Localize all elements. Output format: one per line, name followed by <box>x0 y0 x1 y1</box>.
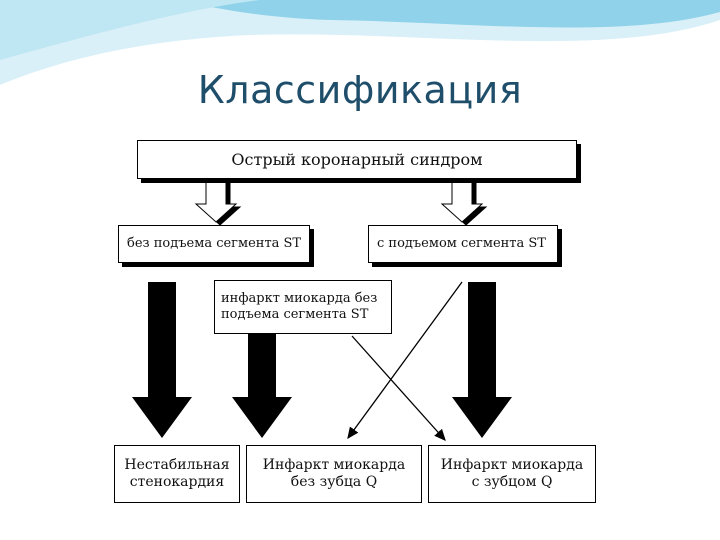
arrow-to-mi-with-q <box>452 282 512 438</box>
arrow-to-mi-without-q <box>232 334 292 438</box>
outcome-1-label: Нестабильная стенокардия <box>124 456 230 491</box>
root-box: Острый коронарный синдром <box>137 140 577 179</box>
note-label: инфаркт миокарда без подъема сегмента ST <box>221 290 378 322</box>
branch-left-box: без подъема сегмента ST <box>118 225 310 263</box>
outcome-2-label: Инфаркт миокарда без зубца Q <box>262 456 406 491</box>
cross-arrow-to-mi-without-q <box>347 281 463 440</box>
outcome-unstable-angina-box: Нестабильная стенокардия <box>114 445 240 503</box>
arrow-to-unstable-angina <box>132 282 192 438</box>
cross-arrow-to-mi-with-q <box>351 335 446 441</box>
top-wave-decoration <box>0 0 720 85</box>
note-box: инфаркт миокарда без подъема сегмента ST <box>214 280 392 334</box>
root-right-arrow <box>440 177 488 226</box>
outcome-3-label: Инфаркт миокарда с зубцом Q <box>440 456 584 491</box>
outcome-mi-without-q-box: Инфаркт миокарда без зубца Q <box>246 445 422 503</box>
branch-right-label: с подъемом сегмента ST <box>377 235 546 251</box>
root-label: Острый коронарный синдром <box>231 149 483 169</box>
slide-title: Классификация <box>197 68 523 112</box>
root-left-arrow <box>194 177 242 226</box>
branch-right-box: с подъемом сегмента ST <box>368 225 558 263</box>
branch-left-label: без подъема сегмента ST <box>127 235 302 251</box>
outcome-mi-with-q-box: Инфаркт миокарда с зубцом Q <box>428 445 596 503</box>
